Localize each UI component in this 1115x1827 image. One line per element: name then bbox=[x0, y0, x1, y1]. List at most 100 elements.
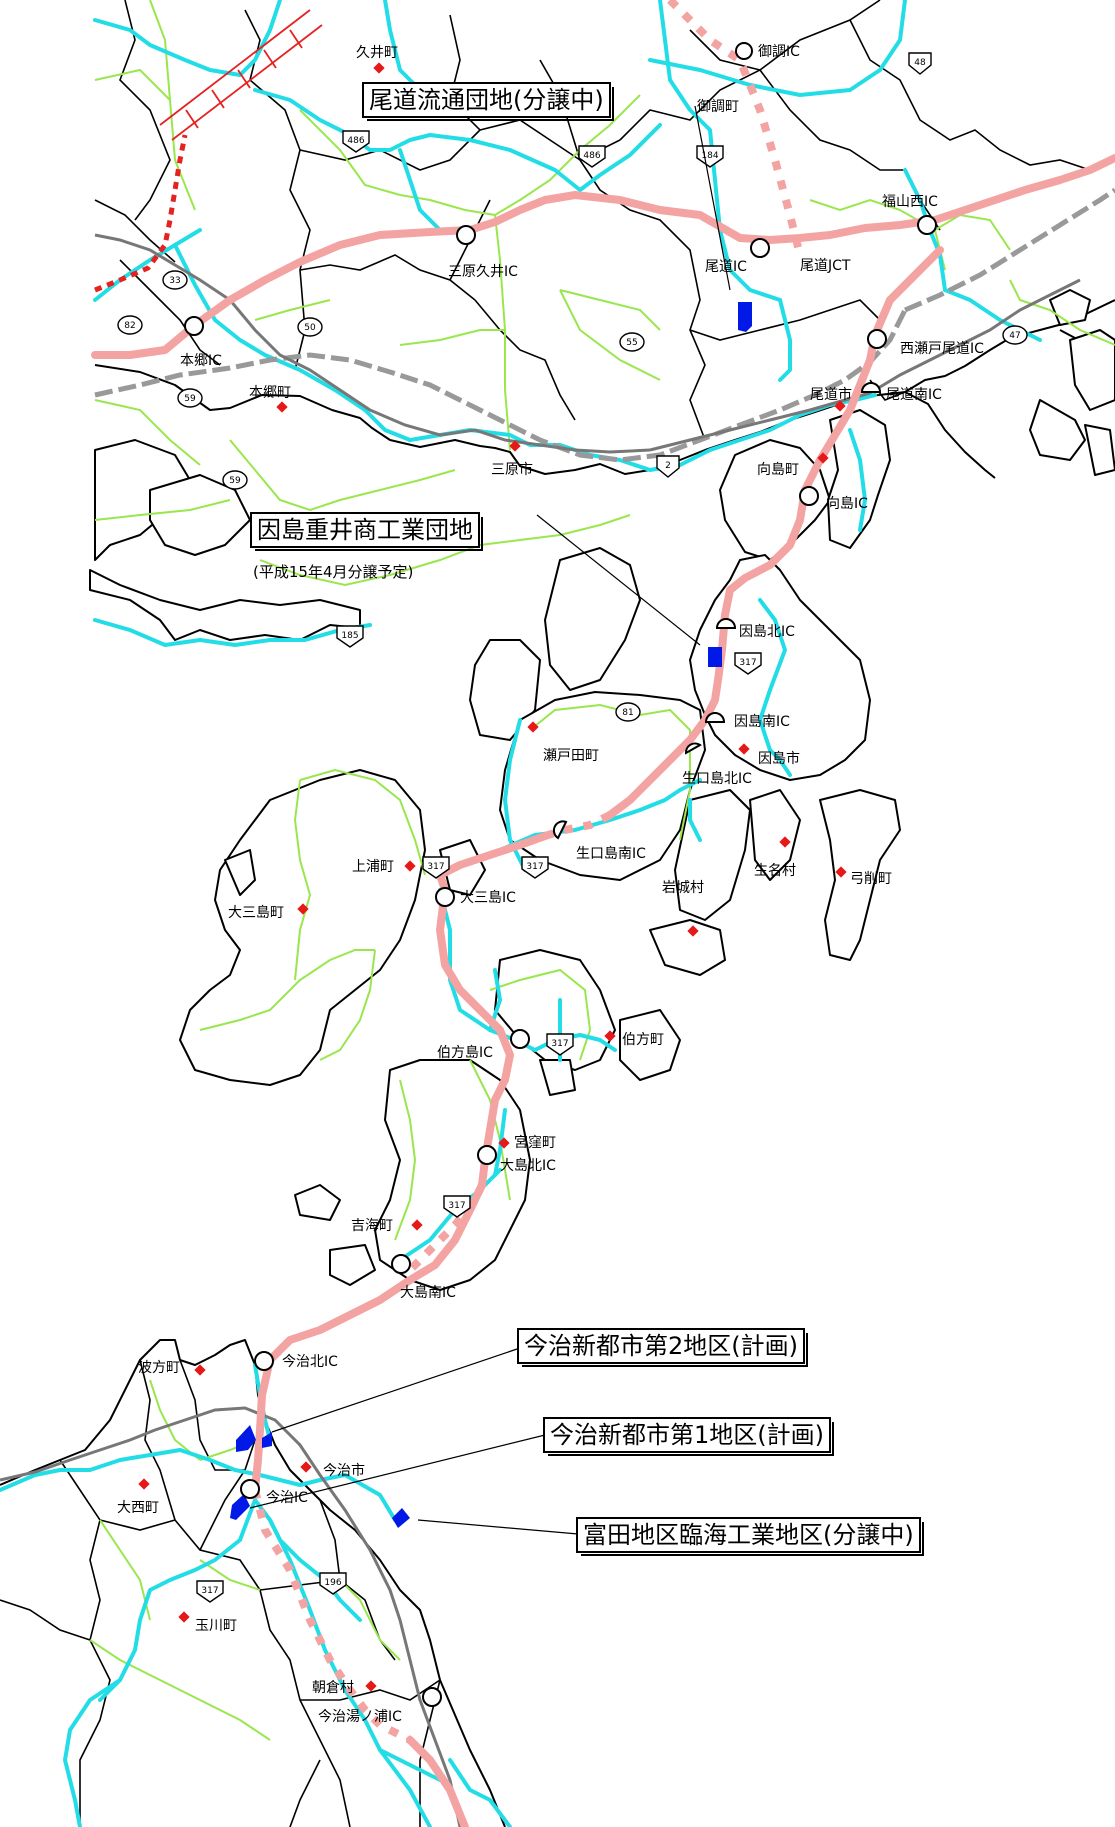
callout-innoshima-shigei: 因島重井商工業団地 bbox=[250, 512, 483, 551]
route-shield-184: 184 bbox=[696, 145, 724, 168]
industrial-estates bbox=[230, 302, 752, 1528]
route-shield-48: 48 bbox=[908, 52, 932, 75]
label-oshima-kita-ic: 大島北IC bbox=[500, 1158, 556, 1174]
label-mukaishima-town: 向島町 bbox=[757, 462, 799, 478]
svg-text:317: 317 bbox=[526, 862, 543, 872]
route-shield-82: 82 bbox=[117, 315, 143, 335]
ic-imabari-kita bbox=[254, 1351, 274, 1371]
label-mukaishima-ic: 向島IC bbox=[826, 496, 868, 512]
ic-nishiseto-onomichi bbox=[867, 329, 887, 349]
label-tamagawa: 玉川町 bbox=[195, 1618, 237, 1634]
label-imabari-kita-ic: 今治北IC bbox=[282, 1354, 338, 1370]
label-fukuyama-nishi-ic: 福山西IC bbox=[882, 194, 938, 210]
route-shield-50: 50 bbox=[297, 317, 323, 337]
route-shield-2: 2 bbox=[656, 455, 680, 478]
ic-oshima-minami bbox=[391, 1254, 411, 1274]
label-onomichi-city: 尾道市 bbox=[810, 386, 852, 403]
label-kamiura: 上浦町 bbox=[352, 859, 394, 875]
small-islands bbox=[89, 289, 1115, 641]
svg-text:486: 486 bbox=[347, 136, 364, 146]
callout-tomita: 富田地区臨海工業地区(分譲中) bbox=[576, 1517, 924, 1556]
label-imabari-ic: 今治IC bbox=[266, 1490, 308, 1506]
ic-mihara-kui bbox=[456, 225, 476, 245]
route-shield-59b: 59 bbox=[222, 470, 248, 490]
label-omishima-ic: 大三島IC bbox=[460, 890, 516, 906]
ic-ikuchi-minami bbox=[552, 820, 568, 840]
callout-imabari-2: 今治新都市第2地区(計画) bbox=[517, 1328, 808, 1367]
route-shield-55: 55 bbox=[619, 332, 645, 352]
ic-imabari bbox=[240, 1479, 260, 1499]
svg-text:2: 2 bbox=[665, 461, 671, 471]
route-shield-317e: 317 bbox=[443, 1195, 471, 1218]
label-innoshima-kita-ic: 因島北IC bbox=[739, 624, 795, 640]
label-onishi: 大西町 bbox=[117, 1500, 159, 1516]
svg-text:48: 48 bbox=[914, 58, 926, 68]
shinkansen bbox=[94, 9, 323, 293]
label-onomichi-ic: 尾道IC bbox=[705, 259, 747, 275]
callout-imabari-1: 今治新都市第1地区(計画) bbox=[543, 1417, 834, 1456]
label-namikata: 波方町 bbox=[138, 1360, 180, 1376]
estate-imabari-2 bbox=[236, 1425, 272, 1452]
estate-onomichi bbox=[738, 302, 752, 332]
svg-text:317: 317 bbox=[201, 1586, 218, 1596]
route-shield-185: 185 bbox=[336, 625, 364, 648]
svg-text:185: 185 bbox=[341, 631, 358, 641]
route-shield-317b: 317 bbox=[521, 856, 549, 879]
label-mihara-city: 三原市 bbox=[491, 461, 533, 478]
route-shield-317a: 317 bbox=[734, 652, 762, 675]
ic-onomichi bbox=[750, 238, 770, 258]
svg-text:59: 59 bbox=[184, 394, 196, 404]
callout-innoshima-note: (平成15年4月分譲予定) bbox=[253, 563, 414, 581]
route-shield-33: 33 bbox=[162, 270, 188, 290]
route-shield-81: 81 bbox=[615, 702, 641, 722]
ic-mukaishima bbox=[799, 486, 819, 506]
estate-innoshima bbox=[708, 647, 722, 667]
place-labels: 久井町 御調IC 御調町 福山西IC 三原久井IC 尾道IC 尾道JCT 本郷I… bbox=[117, 44, 984, 1725]
ic-innoshima-kita bbox=[715, 618, 737, 629]
svg-text:184: 184 bbox=[701, 151, 718, 161]
mainland-coast bbox=[94, 199, 1115, 479]
svg-text:196: 196 bbox=[324, 1578, 341, 1588]
route-shield-196: 196 bbox=[319, 1572, 347, 1595]
ic-oshima-kita bbox=[477, 1145, 497, 1165]
town-markers bbox=[138, 62, 847, 1692]
svg-text:82: 82 bbox=[124, 321, 135, 331]
label-imabari-yunoura-ic: 今治湯ノ浦IC bbox=[318, 1708, 402, 1725]
svg-text:486: 486 bbox=[583, 151, 600, 161]
ic-imabari-yunoura bbox=[422, 1687, 442, 1707]
label-nishiseto-ic: 西瀬戸尾道IC bbox=[900, 341, 984, 357]
route-shield-317f: 317 bbox=[196, 1580, 224, 1603]
label-ikuchi-kita-ic: 生口島北IC bbox=[682, 771, 752, 787]
ic-fukuyama-nishi bbox=[917, 215, 937, 235]
label-miyakubo: 宮窪町 bbox=[514, 1134, 556, 1151]
route-shield-486b: 486 bbox=[578, 145, 606, 168]
svg-text:317: 317 bbox=[448, 1201, 465, 1211]
ic-hakata bbox=[510, 1029, 530, 1049]
ic-hongo bbox=[184, 316, 204, 336]
route-shield-59a: 59 bbox=[177, 388, 203, 408]
label-oshima-minami-ic: 大島南IC bbox=[400, 1285, 456, 1301]
label-setoda: 瀬戸田町 bbox=[543, 748, 599, 764]
label-ikuchi-minami-ic: 生口島南IC bbox=[576, 846, 646, 862]
leader-lines bbox=[249, 105, 731, 1535]
label-imabari-city: 今治市 bbox=[323, 1462, 365, 1479]
label-onomichi-minami-ic: 尾道南IC bbox=[886, 387, 942, 403]
svg-text:59: 59 bbox=[229, 476, 241, 486]
svg-text:50: 50 bbox=[304, 323, 316, 333]
label-onomichi-jct: 尾道JCT bbox=[800, 258, 851, 274]
estate-imabari-1 bbox=[230, 1494, 250, 1520]
label-yoshiumi: 吉海町 bbox=[351, 1218, 393, 1234]
label-mitsugi: 御調町 bbox=[697, 99, 739, 115]
ic-omishima bbox=[435, 887, 455, 907]
ic-onomichi-minami bbox=[860, 382, 882, 393]
ic-mitsugi bbox=[735, 42, 753, 60]
label-ikina: 生名村 bbox=[754, 863, 796, 879]
label-hakata-ic: 伯方島IC bbox=[437, 1045, 493, 1061]
svg-text:317: 317 bbox=[551, 1039, 568, 1049]
label-hongo: 本郷町 bbox=[249, 385, 291, 401]
label-mitsugi-ic: 御調IC bbox=[758, 44, 800, 60]
route-shield-317c: 317 bbox=[422, 856, 450, 879]
svg-text:47: 47 bbox=[1009, 331, 1020, 341]
label-hongo-ic: 本郷IC bbox=[180, 353, 222, 369]
